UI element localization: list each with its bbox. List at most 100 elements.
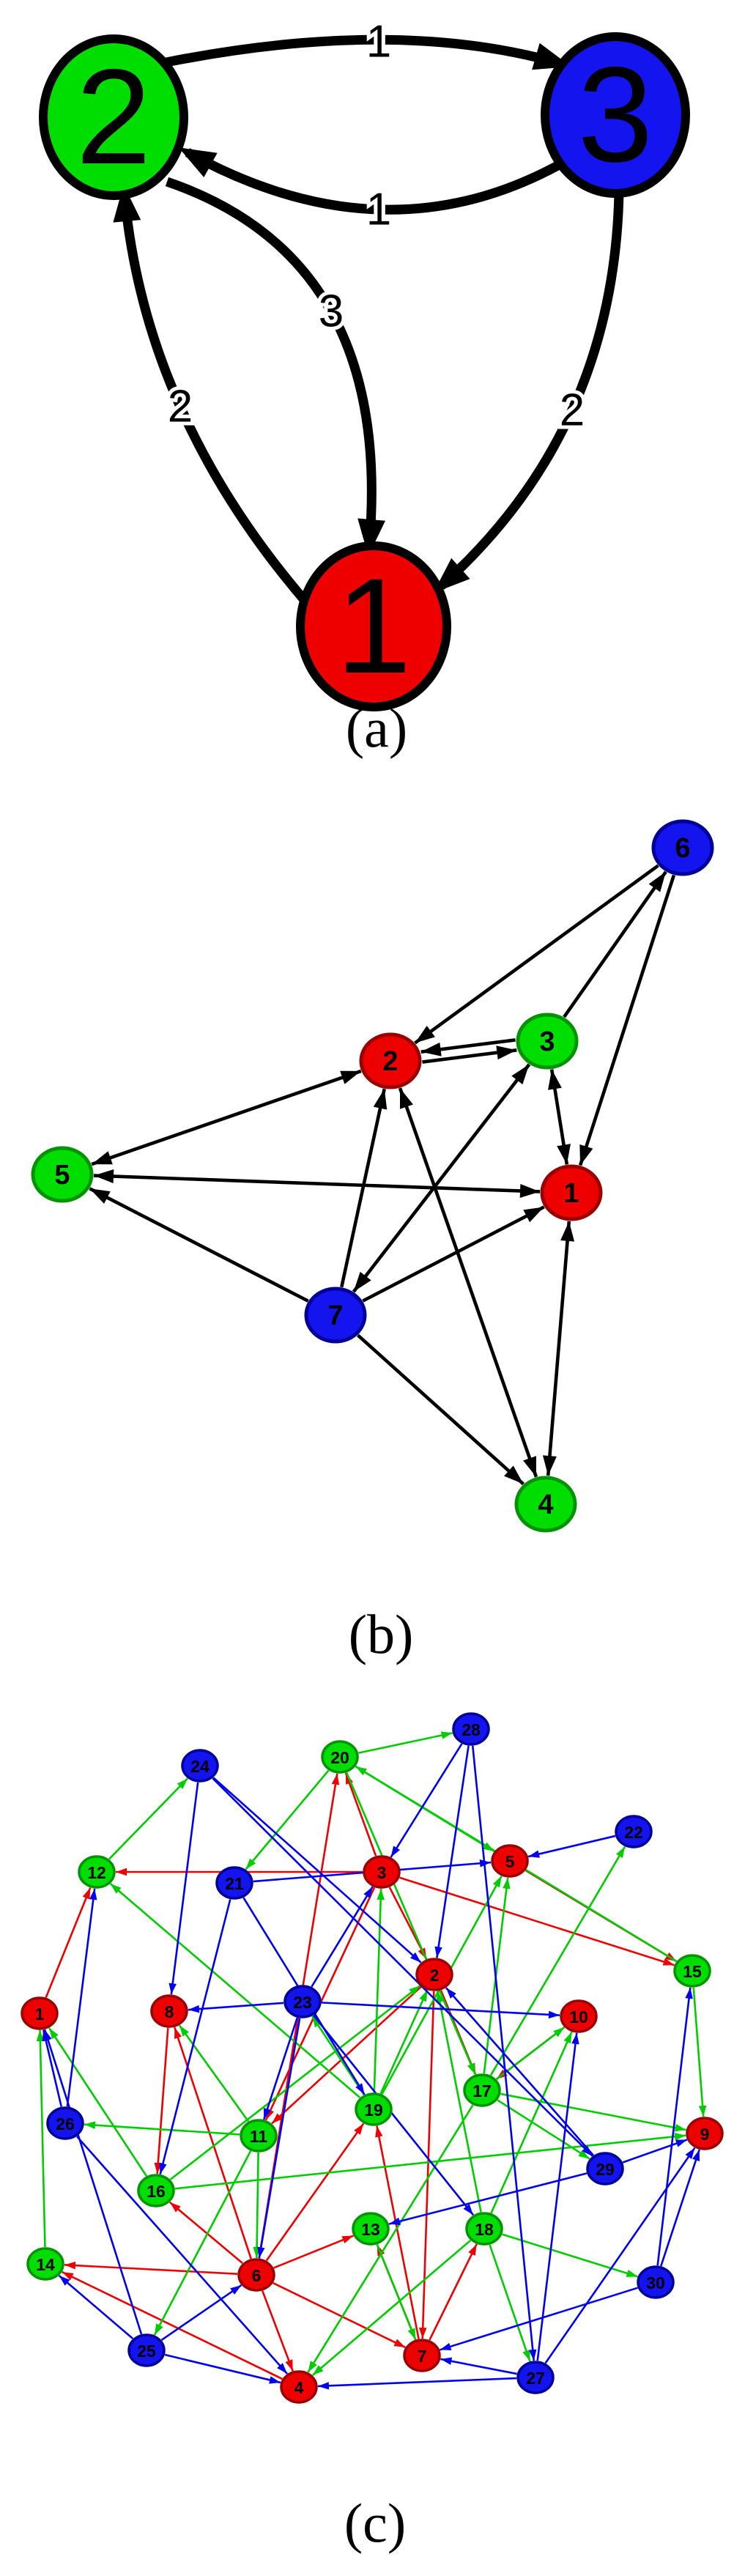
graph-c-arrowhead-16-2 bbox=[409, 1985, 420, 1996]
graph-c-edge-28-2 bbox=[436, 1745, 470, 1958]
graph-c-arrowhead-6-8 bbox=[174, 2027, 182, 2039]
graph-c-node-label-30: 30 bbox=[646, 2273, 665, 2292]
graph-c-node-21 bbox=[215, 1866, 253, 1900]
graph-b-arrowhead-5-2 bbox=[340, 1070, 361, 1084]
graph-c-arrowhead-6-19 bbox=[354, 2123, 364, 2135]
graph-b-arrowhead-1-4 bbox=[542, 1455, 557, 1476]
graph-c-edge-27-9 bbox=[544, 2147, 696, 2364]
graph-c-node-4 bbox=[280, 2370, 318, 2404]
graph-c-edge-4-14 bbox=[62, 2270, 283, 2380]
graph-c-edge-29-13 bbox=[388, 2172, 588, 2225]
graph-c-arrowhead-7-18 bbox=[468, 2244, 477, 2256]
graph-c-node-20 bbox=[321, 1740, 359, 1774]
graph-c-node-label-22: 22 bbox=[624, 1823, 643, 1842]
graph-c-edge-6-19 bbox=[265, 2122, 365, 2262]
graph-c-node-17 bbox=[463, 2073, 501, 2107]
graph-c-arrowhead-19-3 bbox=[377, 1888, 385, 1900]
graph-a-node-1 bbox=[296, 541, 451, 711]
graph-b-node-label-2: 2 bbox=[382, 1046, 398, 1077]
graph-c-edge-23-8 bbox=[188, 2002, 284, 2011]
graph-c-arrowhead-16-1 bbox=[49, 2027, 59, 2040]
graph-c-node-label-27: 27 bbox=[526, 2369, 545, 2388]
graph-c-arrowhead-18-27 bbox=[522, 2350, 530, 2362]
graph-c-arrowhead-13-7 bbox=[407, 2328, 416, 2340]
graph-c-arrowhead-18-30 bbox=[626, 2269, 638, 2277]
graph-b-node-label-1: 1 bbox=[563, 1178, 579, 1209]
graph-a-edge-1to2 bbox=[119, 194, 310, 606]
graph-c-edge-20-28 bbox=[358, 1732, 453, 1754]
graph-c-arrowhead-12-24 bbox=[177, 1778, 188, 1789]
graph-c-arrowhead-23-10 bbox=[548, 2010, 560, 2019]
graph-c-node-22 bbox=[615, 1815, 653, 1848]
graph-c-node-label-3: 3 bbox=[377, 1863, 387, 1882]
graph-c-node-11 bbox=[240, 2119, 278, 2153]
graph-c-edge-18-2 bbox=[437, 1991, 482, 2213]
graph-c-node-label-21: 21 bbox=[225, 1874, 244, 1893]
graph-c-edge-25-6 bbox=[160, 2284, 242, 2341]
graph-c-edge-24-29 bbox=[212, 1777, 593, 2157]
graph-c-arrowhead-28-2 bbox=[434, 1946, 442, 1958]
graph-c-arrowhead-25-4 bbox=[269, 2376, 281, 2384]
graph-c-edge-27-4 bbox=[317, 2377, 517, 2388]
graph-c-arrowhead-28-3 bbox=[390, 1846, 400, 1857]
graph-b-node-label-3: 3 bbox=[539, 1026, 555, 1057]
graph-c-node-15 bbox=[673, 1954, 711, 1988]
graph-a-edge-weight-2to1: 3 bbox=[319, 286, 344, 337]
graph-c-arrowhead-23-3 bbox=[363, 1887, 373, 1898]
graph-b-node-2 bbox=[359, 1032, 422, 1089]
graph-c-node-label-7: 7 bbox=[418, 2347, 427, 2366]
caption-a: (a) bbox=[345, 697, 408, 760]
graph-c-arrowhead-6-13 bbox=[341, 2235, 354, 2244]
graph-c-node-16 bbox=[137, 2174, 175, 2207]
graph-c-node-label-9: 9 bbox=[700, 2125, 710, 2144]
graph-c-edge-15-9 bbox=[692, 1987, 705, 2117]
graph-c-node-label-23: 23 bbox=[293, 1993, 312, 2012]
graph-c-edge-25-14 bbox=[58, 2274, 134, 2340]
graph-c-node-1 bbox=[21, 1996, 59, 2030]
graph-b-arrowhead-4-1 bbox=[560, 1221, 575, 1242]
graph-c-arrowhead-26-1 bbox=[42, 2029, 50, 2042]
graph-c-node-14 bbox=[26, 2247, 64, 2281]
graph-c-node-label-1: 1 bbox=[35, 2005, 45, 2024]
graph-c-edge-26-12 bbox=[66, 1888, 96, 2107]
graph-c-arrowhead-17-5 bbox=[503, 1877, 511, 1890]
graph-c-node-label-6: 6 bbox=[252, 2266, 262, 2285]
graph-c-node-23 bbox=[283, 1985, 322, 2018]
graph-c-edge-3-20 bbox=[344, 1772, 377, 1857]
graph-c-arrowhead-17-4 bbox=[308, 2361, 317, 2372]
graph-c-arrowhead-2-7 bbox=[418, 2327, 427, 2339]
graph-c-node-6 bbox=[237, 2258, 275, 2292]
graph-c-node-5 bbox=[491, 1844, 529, 1878]
graph-c-node-13 bbox=[352, 2212, 390, 2246]
graph-c-arrowhead-17-22 bbox=[615, 1846, 626, 1859]
graph-c-node-label-28: 28 bbox=[462, 1720, 481, 1739]
graph-a-node-label-2: 2 bbox=[76, 42, 152, 193]
graph-c-edge-1-12 bbox=[45, 1887, 92, 1998]
graph-b-edge-7-2 bbox=[340, 1088, 386, 1288]
graph-c-node-2 bbox=[415, 1958, 453, 1991]
graph-b-edge-3-7 bbox=[352, 1063, 531, 1293]
graph-b-edge-6-2 bbox=[414, 864, 659, 1045]
caption-b: (b) bbox=[348, 1604, 414, 1666]
graph-b-edge-2-5 bbox=[91, 1069, 362, 1166]
graph-b-node-3 bbox=[516, 1013, 579, 1070]
graph-c-edge-17-22 bbox=[489, 1846, 626, 2076]
graph-c-arrowhead-23-6 bbox=[257, 2246, 265, 2259]
graph-a-edge-3to2 bbox=[185, 148, 563, 215]
graph-c-edge-11-8 bbox=[178, 2024, 250, 2122]
graph-b-node-label-4: 4 bbox=[538, 1489, 553, 1520]
graph-b-arrowhead-6-1 bbox=[579, 1144, 593, 1166]
graph-c-arrowhead-24-8 bbox=[168, 1983, 177, 1995]
graph-c-edge-27-10 bbox=[536, 2032, 578, 2361]
graph-b-edge-2-4 bbox=[398, 1087, 538, 1478]
graph-c-edge-22-5 bbox=[527, 1835, 616, 1858]
graph-a-edge-3to1 bbox=[437, 192, 624, 590]
graph-b-arrowhead-2-3 bbox=[496, 1045, 517, 1060]
graph-b-arrowhead-2-5 bbox=[92, 1151, 113, 1165]
graph-a-node-2 bbox=[39, 34, 188, 200]
graph-c-edge-23-18 bbox=[312, 2014, 475, 2216]
graph-c-arrowhead-30-15 bbox=[685, 1987, 693, 1999]
graph-c-arrowhead-11-8 bbox=[179, 2025, 189, 2037]
graph-b-edge-7-4 bbox=[356, 1333, 525, 1486]
graph-c-edge-23-6 bbox=[258, 2018, 301, 2259]
